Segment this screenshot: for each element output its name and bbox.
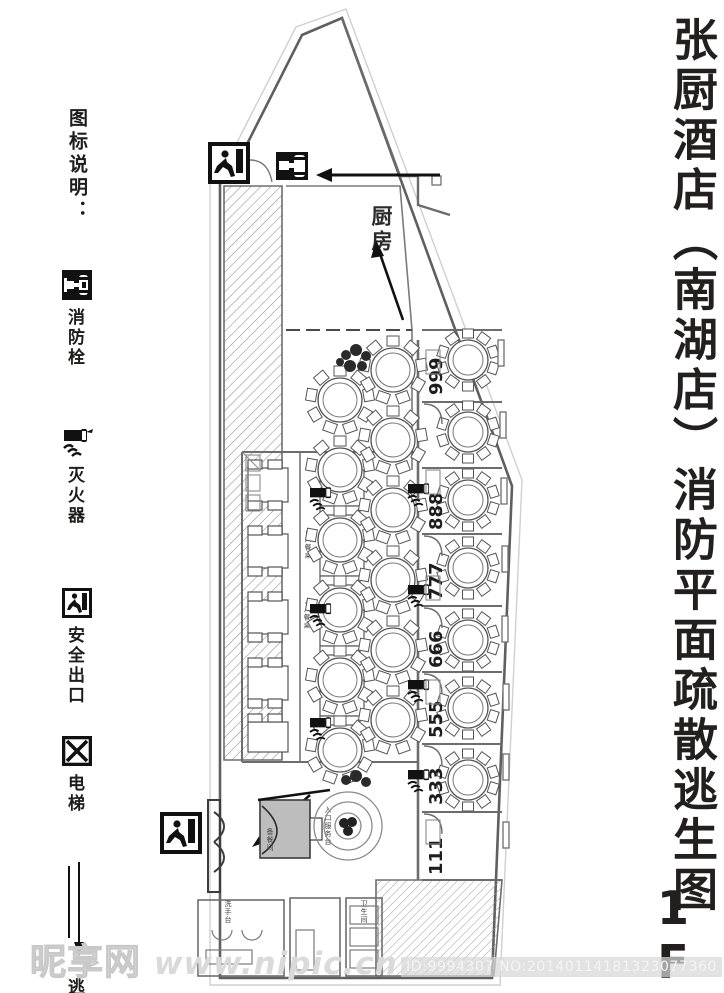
legend-label-escape-route: 逃生路线 [62,978,87,993]
fire-hydrant-icon [62,270,92,300]
round-feature [313,791,383,861]
fire-extinguisher-icon [309,717,332,741]
round-tables [304,335,429,787]
watermark-brand-url: www.nipic.cn [153,946,398,982]
room-number-111: 111 [426,837,447,875]
fire-extinguisher-icon [407,769,430,793]
page-title: 张厨酒店（南湖店）消防平面疏散逃生图 [665,16,718,916]
annotation-restroom: 卫生间 [360,900,368,924]
floor-plan-drawing: 厨房 [150,0,590,993]
entrance-lobby: 入口服务台 [160,788,383,893]
room-number-555: 555 [426,700,447,738]
legend-heading: 图标说明： [66,108,88,223]
annotation-4seat-table: 4人餐桌 [303,600,311,630]
kitchen-area: 厨房 [286,175,442,470]
legend-panel: 图标说明： 消防栓 [34,108,126,993]
title-block: 张厨酒店（南湖店）消防平面疏散逃生图 1F [598,6,718,989]
emergency-exit-icon [160,812,202,854]
exit-group-top [208,142,440,184]
planter [336,344,371,372]
legend-label-fire-hydrant: 消防栓 [64,308,84,368]
watermark-brand-cn: 昵享网 [29,942,142,984]
room-number-777: 777 [426,562,447,600]
private-rooms: 999 888 777 666 555 333 111 [422,328,510,881]
fire-extinguisher-icon [62,428,93,458]
escape-arrow-top [316,168,440,182]
annotation-entrance-desk: 入口服务台 [324,806,332,846]
legend-label-emergency-exit: 安全出口 [64,626,84,706]
watermark-brand: 昵享网 www.nipic.cn [29,933,398,985]
planter [341,770,371,787]
restroom-area: 洗手台 卫生间 备餐间 [197,827,383,977]
service-desk: 入口服务台 [259,799,332,859]
escape-arrow-kitchen [371,240,405,321]
annotation-8seat-table: 8人餐桌 [304,530,312,560]
annotation-washbasin: 洗手台 [224,899,232,924]
fire-hydrant-icon [276,152,308,180]
escape-arrow-lower-right [257,788,331,802]
floor-plan-svg: 厨房 [160,8,523,986]
fire-extinguisher-markers [309,483,430,793]
legend-label-fire-extinguisher: 灭火器 [64,466,84,526]
room-number-888: 888 [426,492,447,530]
kitchen-label: 厨房 [369,205,393,255]
room-number-999: 999 [426,357,447,395]
room-number-666: 666 [426,630,447,668]
legend-label-elevator: 电梯 [64,774,84,814]
fire-extinguisher-icon [309,603,332,627]
emergency-exit-icon [62,588,92,618]
watermark-id: ID:9994307 NO:20140114181323077360 [401,957,722,977]
rect-tables-left [247,459,289,753]
misc-details [241,349,441,845]
escape-route-arrow-icon [64,860,90,960]
fire-extinguisher-icon [309,487,332,511]
room-number-333: 333 [426,767,447,805]
emergency-exit-icon [208,142,250,184]
annotation-prep-room: 备餐间 [266,827,274,852]
elevator-icon [62,736,92,766]
